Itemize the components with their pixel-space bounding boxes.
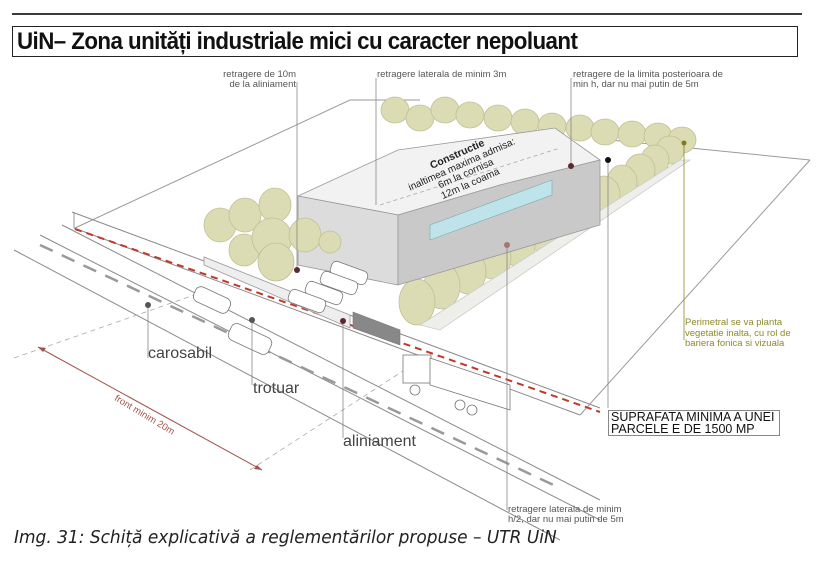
- callout-perimeter-planting: Perimetral se va planta vegetatie inalta…: [685, 317, 791, 350]
- area-line: PARCELE E DE 1500 MP: [611, 422, 755, 436]
- street-cars: [192, 286, 273, 355]
- callout-leaders: [147, 78, 609, 510]
- callout-line: Perimetral se va planta: [685, 317, 783, 328]
- area-line: SUPRAFATA MINIMA A UNEI: [611, 410, 775, 424]
- title-box: UiN– Zona unități industriale mici cu ca…: [12, 26, 798, 57]
- callout-setback-lateral-top: retragere laterala de minim 3m: [377, 69, 507, 80]
- rear-tree-row: [380, 96, 697, 154]
- top-rule: [12, 13, 802, 15]
- label-aliniament: aliniament: [343, 433, 416, 450]
- callout-setback-front: retragere de 10m de la aliniament: [222, 70, 296, 90]
- callout-line: retragere laterala de minim: [508, 504, 622, 515]
- callout-line: bariera fonica si vizuala: [685, 338, 785, 349]
- parked-cars: [287, 260, 369, 314]
- callout-line: de la aliniament: [229, 79, 296, 90]
- callout-line: h/2, dar nu mai putin de 5m: [508, 514, 624, 525]
- min-area-box: SUPRAFATA MINIMA A UNEI PARCELE E DE 150…: [608, 410, 780, 436]
- figure-caption: Img. 31: Schiță explicativă a reglementă…: [14, 528, 557, 548]
- callout-line: retragere de la limita posterioara de: [573, 69, 723, 80]
- callout-dots: [145, 140, 687, 324]
- label-carosabil: carosabil: [148, 345, 213, 362]
- front-dimension: [37, 346, 263, 471]
- building: [296, 127, 601, 286]
- callout-setback-rear: retragere de la limita posterioara de mi…: [573, 70, 723, 90]
- callout-line: retragere de 10m: [223, 69, 296, 80]
- callout-line: vegetatie inalta, cu rol de: [685, 327, 791, 339]
- gate: [352, 311, 401, 346]
- page-title: UiN– Zona unități industriale mici cu ca…: [17, 28, 578, 55]
- front-guides: [13, 292, 421, 471]
- label-trotuar: trotuar: [253, 380, 300, 397]
- truck: [402, 354, 511, 416]
- callout-line: min h, dar nu mai putin de 5m: [573, 79, 699, 90]
- callout-setback-lateral-bottom: retragere laterala de minim h/2, dar nu …: [508, 505, 624, 525]
